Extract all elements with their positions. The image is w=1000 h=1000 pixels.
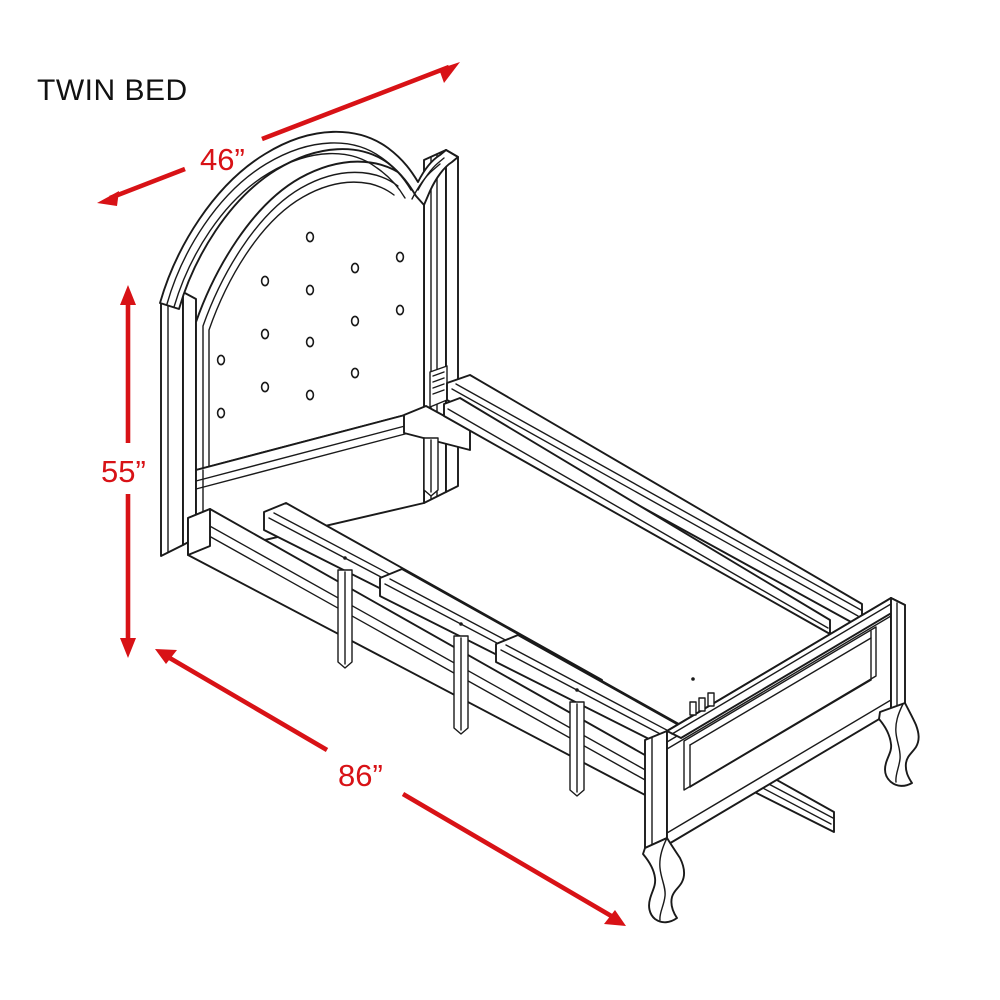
- dimension-width: [97, 62, 460, 206]
- dimension-label-length: 86”: [338, 758, 383, 793]
- center-support-leg: [453, 635, 469, 735]
- dimension-label-height: 55”: [101, 454, 146, 489]
- headboard-panel-bead: [202, 171, 399, 469]
- dimension-length: [155, 649, 626, 926]
- footboard-hardware: [689, 677, 715, 716]
- center-support-leg: [337, 569, 353, 669]
- headboard-arch-molding: [159, 130, 459, 310]
- headboard-post-left: [160, 291, 197, 557]
- center-support-rail: [443, 397, 831, 635]
- footboard-leg-right: [878, 702, 920, 787]
- footboard-group: [642, 597, 920, 924]
- page-title: TWIN BED: [37, 74, 188, 107]
- center-support-leg: [423, 437, 439, 497]
- dimension-height: [120, 285, 136, 658]
- slat-cross-member: [403, 405, 471, 451]
- dimension-label-width: 46”: [200, 142, 245, 177]
- tufting-buttons: [216, 231, 405, 419]
- footboard-leg-left: [642, 837, 686, 924]
- headboard-rail-cap: [187, 508, 211, 556]
- headboard-group: [159, 130, 459, 557]
- footboard-recessed-panel: [683, 626, 877, 791]
- center-support-leg: [569, 701, 585, 797]
